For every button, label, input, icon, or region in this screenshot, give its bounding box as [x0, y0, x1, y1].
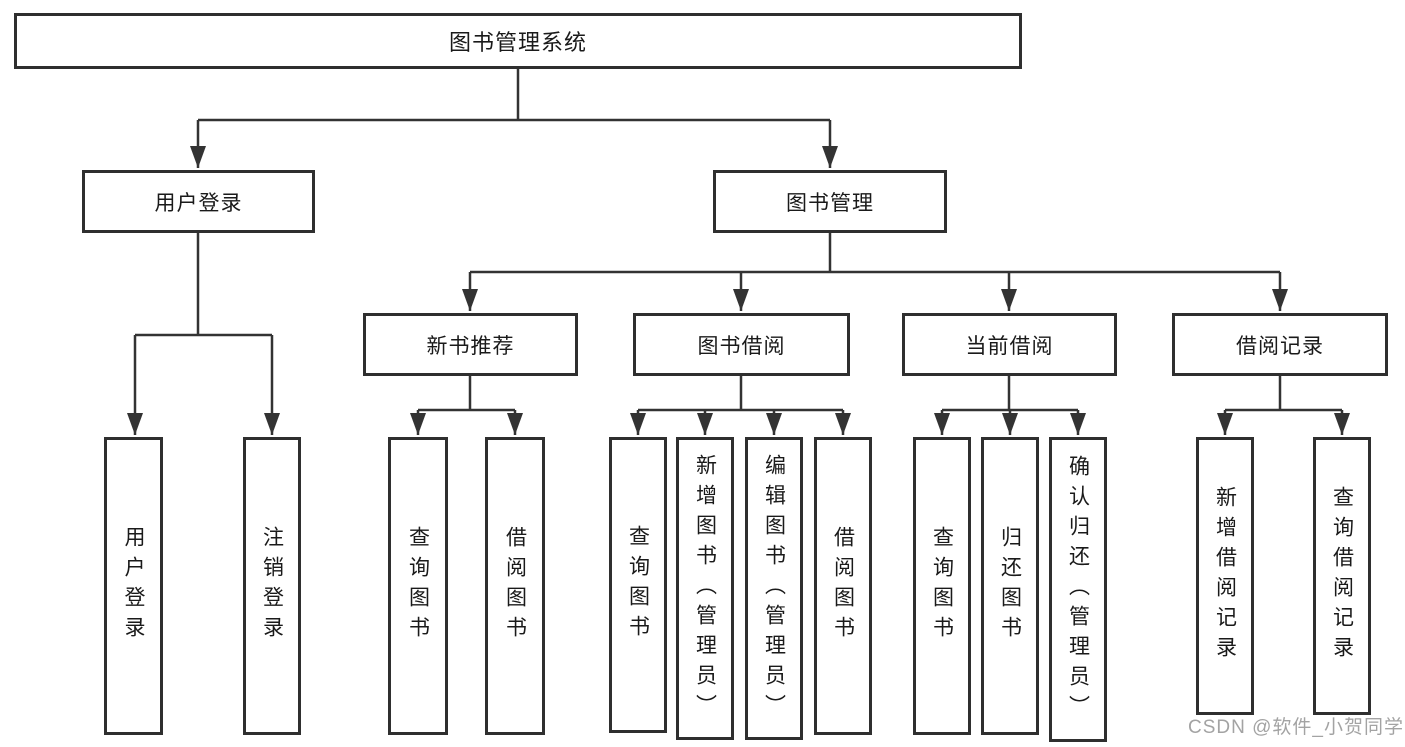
node-root-label: 图书管理系统 [448, 30, 587, 55]
node-borrowing-records: 借阅记录 [1172, 313, 1388, 376]
leaf-logout-label: 注销登录 [260, 526, 284, 646]
leaf-add-borrow-record-label: 新增借阅记录 [1213, 486, 1237, 666]
leaf-borrow-books-recommend: 借阅图书 [485, 437, 545, 735]
leaf-borrow-books-recommend-label: 借阅图书 [503, 526, 527, 646]
node-new-book-recommend: 新书推荐 [363, 313, 578, 376]
node-book-borrowing-label: 图书借阅 [697, 334, 786, 358]
leaf-query-books-current: 查询图书 [913, 437, 971, 735]
leaf-logout: 注销登录 [243, 437, 301, 735]
node-current-borrowing: 当前借阅 [902, 313, 1117, 376]
node-root: 图书管理系统 [14, 13, 1022, 69]
leaf-return-book: 归还图书 [981, 437, 1039, 735]
node-book-management-label: 图书管理 [786, 191, 874, 215]
leaf-edit-book-admin-label: 编辑图书（管理员） [762, 453, 786, 724]
watermark: CSDN @软件_小贺同学 [1188, 717, 1404, 738]
node-user-login-label: 用户登录 [154, 191, 243, 215]
leaf-confirm-return-admin-label: 确认归还（管理员） [1066, 454, 1090, 725]
node-user-login: 用户登录 [82, 170, 315, 233]
node-book-borrowing: 图书借阅 [633, 313, 850, 376]
leaf-confirm-return-admin: 确认归还（管理员） [1049, 437, 1107, 742]
leaf-query-books-recommend-label: 查询图书 [406, 526, 430, 646]
leaf-query-books-borrow: 查询图书 [609, 437, 667, 733]
leaf-return-book-label: 归还图书 [998, 526, 1022, 646]
node-current-borrowing-label: 当前借阅 [965, 334, 1054, 358]
leaf-user-login-label: 用户登录 [122, 526, 145, 646]
leaf-edit-book-admin: 编辑图书（管理员） [745, 437, 803, 740]
leaf-add-book-admin: 新增图书（管理员） [676, 437, 734, 740]
node-borrowing-records-label: 借阅记录 [1236, 334, 1324, 358]
leaf-add-borrow-record: 新增借阅记录 [1196, 437, 1254, 715]
node-book-management: 图书管理 [713, 170, 947, 233]
leaf-query-books-current-label: 查询图书 [930, 526, 954, 646]
leaf-query-borrow-record: 查询借阅记录 [1313, 437, 1371, 715]
leaf-query-books-borrow-label: 查询图书 [626, 525, 650, 645]
leaf-borrow-books-borrow: 借阅图书 [814, 437, 872, 735]
leaf-borrow-books-borrow-label: 借阅图书 [831, 526, 855, 646]
leaf-query-books-recommend: 查询图书 [388, 437, 448, 735]
leaf-user-login: 用户登录 [104, 437, 163, 735]
leaf-query-borrow-record-label: 查询借阅记录 [1330, 486, 1354, 666]
node-new-book-recommend-label: 新书推荐 [426, 334, 515, 358]
leaf-add-book-admin-label: 新增图书（管理员） [693, 453, 717, 724]
